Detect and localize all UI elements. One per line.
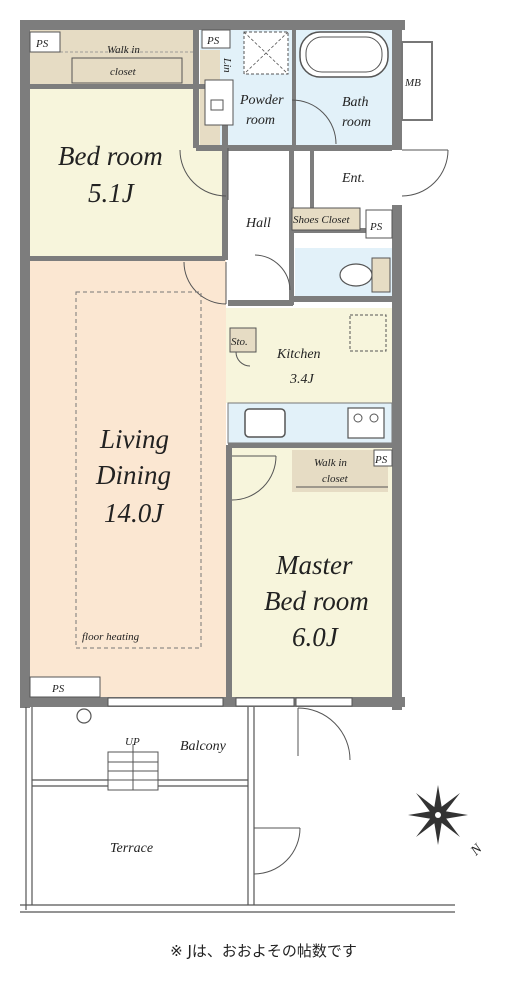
bedroom-floor	[30, 88, 225, 258]
powder-line1: Powder	[239, 93, 284, 108]
closet-rail	[71, 57, 183, 84]
walkin-master-line1: Walk in	[314, 457, 347, 469]
kitchen-size: 3.4J	[289, 372, 315, 387]
kitchen-name: Kitchen	[276, 347, 321, 362]
linen-label: Lin	[221, 57, 233, 73]
wall-master-top	[228, 443, 392, 448]
wall-toilet-bottom	[289, 296, 393, 302]
floor-heating-area	[75, 291, 202, 649]
living-size: 14.0J	[104, 498, 165, 528]
ps-master-label: PS	[374, 454, 388, 466]
storage-label: Sto.	[231, 336, 248, 348]
meter-box	[401, 41, 433, 121]
compass-icon	[408, 785, 468, 845]
living-line2: Dining	[95, 460, 171, 490]
wall-powder-bath	[292, 30, 296, 148]
ps-shoes	[365, 209, 393, 239]
wall-bedroom-right	[222, 85, 228, 260]
wall-ent-left	[310, 150, 314, 208]
master-size: 6.0J	[292, 622, 340, 652]
master-line1: Master	[275, 550, 353, 580]
wall-powder-left	[193, 30, 199, 148]
mb-label: MB	[404, 77, 421, 89]
bedroom-size: 5.1J	[88, 178, 136, 208]
terrace-label: Terrace	[110, 841, 153, 856]
living-line1: Living	[99, 424, 169, 454]
footnote: ※ Jは、おおよその帖数です	[170, 942, 357, 960]
wall-closet-bottom	[30, 84, 228, 89]
wall-top	[20, 20, 405, 30]
stairs	[107, 744, 159, 791]
powder-line2: room	[246, 113, 275, 128]
stove	[347, 407, 385, 439]
wall-bedroom-bottom	[30, 256, 225, 261]
entrance-label: Ent.	[341, 171, 365, 186]
compass-north-label: N	[468, 841, 486, 859]
bath-line1: Bath	[342, 95, 368, 110]
stairs-up-label: UP	[125, 736, 140, 748]
wall-right-mid	[392, 205, 402, 710]
wall-wet-bottom	[196, 145, 392, 151]
kitchen-floor	[226, 308, 392, 403]
ps-top-left-label: PS	[35, 38, 49, 50]
ps-master	[373, 449, 393, 467]
walkin-top-line1: Walk in	[107, 44, 140, 56]
bedroom-name: Bed room	[58, 141, 163, 171]
walkin-master-floor	[292, 450, 388, 492]
ps-top-left	[29, 31, 61, 53]
sink	[244, 408, 286, 438]
wall-left	[20, 20, 30, 708]
bath-line2: room	[342, 115, 371, 130]
wall-right-upper	[392, 20, 402, 150]
floor-heating-label: floor heating	[82, 631, 140, 643]
ps-powder	[201, 29, 231, 49]
walkin-top-line2: closet	[110, 66, 137, 78]
fridge-space	[349, 314, 387, 352]
faucet	[76, 708, 92, 724]
balcony-label: Balcony	[180, 739, 227, 754]
wall-living-right	[226, 445, 232, 705]
master-line2: Bed room	[264, 586, 369, 616]
washbasin	[204, 79, 234, 126]
ps-living-label: PS	[51, 683, 65, 695]
ps-shoes-label: PS	[369, 221, 383, 233]
walkin-master-line2: closet	[322, 473, 349, 485]
toilet-tank	[371, 257, 391, 293]
living-floor	[30, 258, 226, 698]
ps-living	[29, 676, 101, 698]
toilet-bowl	[339, 263, 373, 287]
hall-label: Hall	[245, 216, 271, 231]
shoes-closet	[291, 207, 361, 231]
ps-powder-label: PS	[206, 35, 220, 47]
wall-kitchen-top	[228, 300, 293, 306]
storage	[229, 327, 257, 353]
shoes-closet-label: Shoes Closet	[293, 214, 350, 226]
